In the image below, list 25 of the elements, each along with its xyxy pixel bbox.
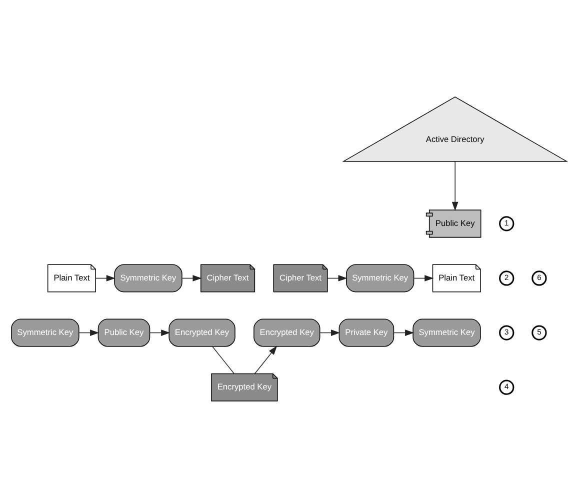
arrow [327,275,348,282]
label: 6 [537,273,542,282]
node-box: Symmetric Key [346,264,414,292]
arrow [320,330,340,336]
label: 1 [504,218,509,228]
arrow [452,161,458,212]
label: 2 [504,273,509,282]
arrow [182,275,202,282]
node-box: Public Key [98,318,150,347]
arrow [254,346,278,374]
arrow [78,330,100,336]
node-box: Encrypted Key [254,318,320,347]
node-box: Encrypted Key [168,318,236,347]
node-box: Symmetric Key [412,318,481,347]
arrow [413,275,434,282]
label: 3 [504,328,509,337]
label: 5 [537,328,542,337]
node-box: Symmetric Key [11,318,80,347]
node-box: Symmetric Key [114,264,182,292]
node-box: Private Key [338,318,394,347]
arrow [150,330,170,336]
arrow [95,275,116,282]
label: 4 [504,382,509,392]
connector [212,346,234,374]
arrow [393,330,414,336]
